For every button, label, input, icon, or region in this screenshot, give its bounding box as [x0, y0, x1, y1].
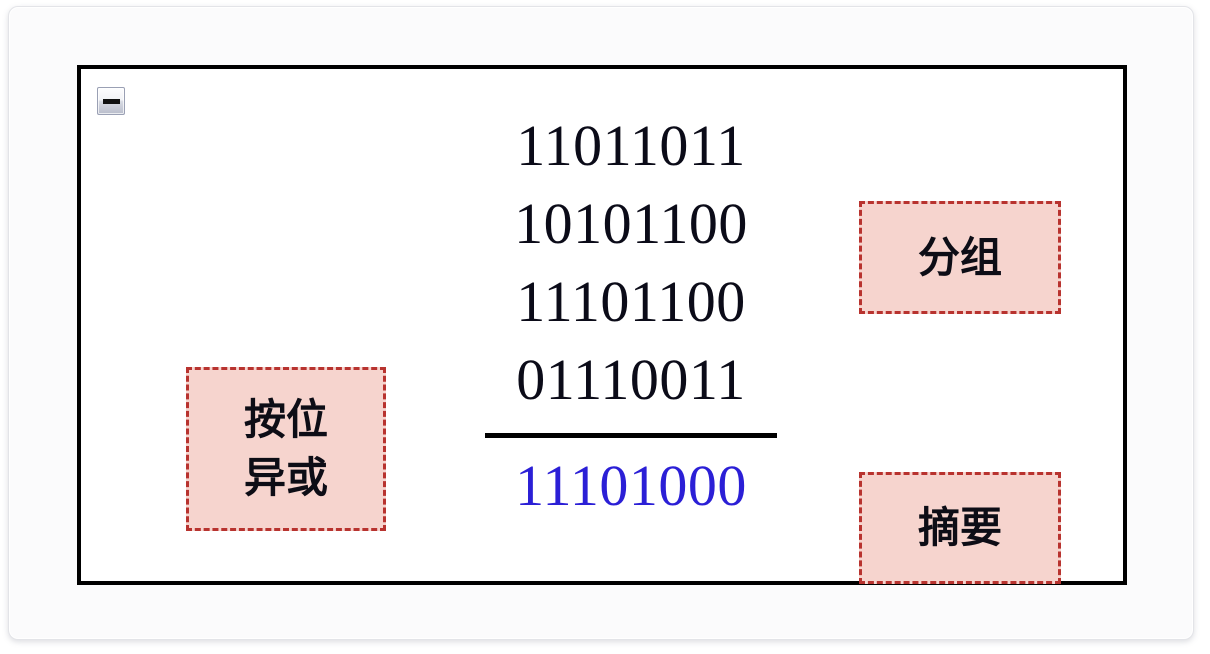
callout-bitwise-xor-line2: 异或 — [243, 453, 328, 502]
binary-row-3: 11101100 — [516, 269, 746, 334]
callout-grouping-label: 分组 — [917, 232, 1002, 282]
sum-divider-rule — [485, 433, 777, 438]
binary-row-2: 10101100 — [514, 191, 748, 256]
callout-grouping: 分组 — [859, 201, 1061, 314]
slide-viewer-frame: 11011011 10101100 11101100 01110011 1110… — [8, 6, 1194, 640]
minus-icon — [102, 98, 120, 104]
binary-result-row: 11101000 — [515, 453, 747, 518]
callout-bitwise-xor: 按位 异或 — [186, 367, 386, 531]
binary-row-1: 11011011 — [516, 113, 746, 178]
callout-digest-label: 摘要 — [917, 503, 1002, 552]
callout-digest: 摘要 — [859, 472, 1061, 584]
binary-operation-stack: 11011011 10101100 11101100 01110011 1110… — [411, 107, 851, 522]
binary-row-4: 01110011 — [516, 347, 746, 412]
diagram-container: 11011011 10101100 11101100 01110011 1110… — [77, 65, 1127, 585]
callout-bitwise-xor-line1: 按位 — [243, 395, 328, 444]
collapse-button[interactable] — [97, 87, 125, 115]
